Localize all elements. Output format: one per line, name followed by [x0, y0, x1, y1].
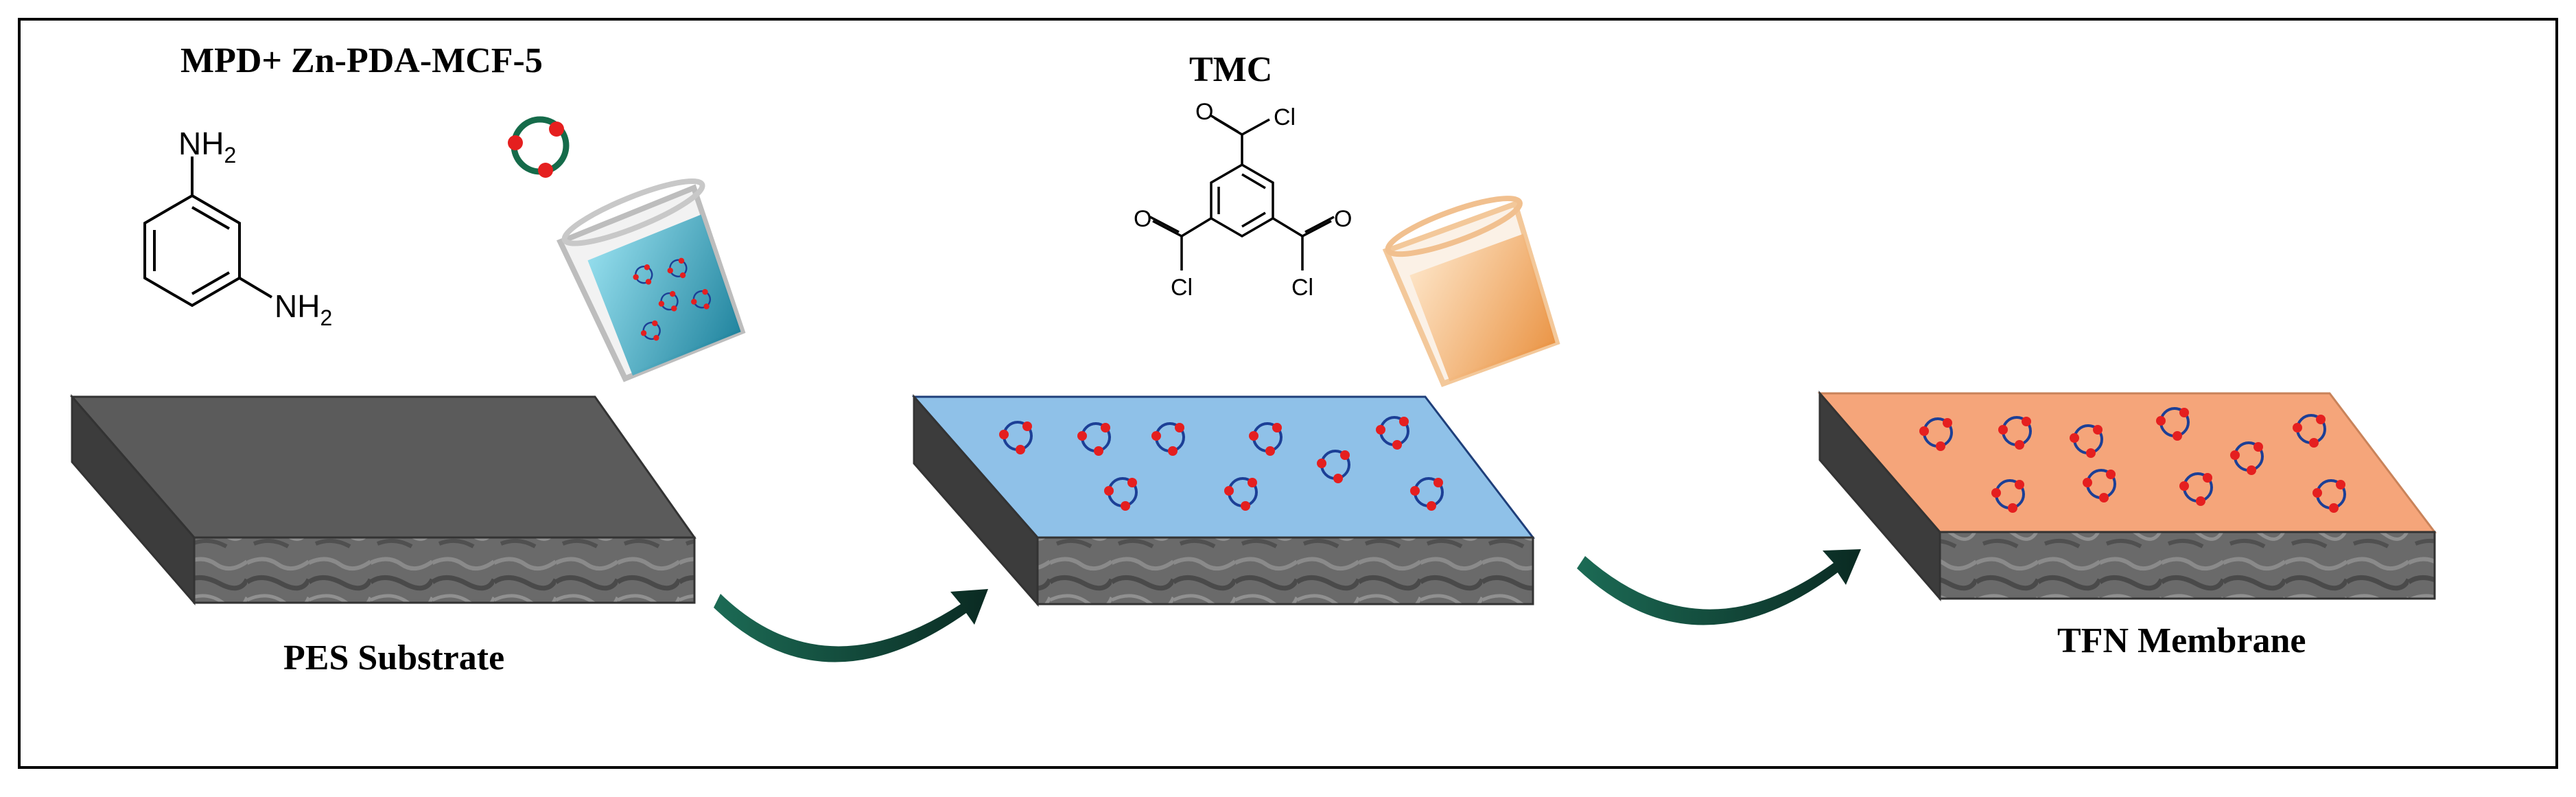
tmc-chloride: Cl	[1291, 275, 1313, 301]
pes-substrate	[69, 393, 696, 606]
tmc-chloride: Cl	[1274, 104, 1296, 130]
tmc-label: TMC	[1189, 50, 1272, 89]
pes-substrate-label: PES Substrate	[283, 638, 504, 678]
tmc-chloride: Cl	[1171, 275, 1193, 301]
tmc-oxygen: O	[1134, 206, 1151, 232]
tfn-membrane	[1817, 390, 2437, 602]
tfn-membrane-label: TFN Membrane	[2057, 621, 2306, 660]
nanoparticle-icon	[508, 116, 570, 178]
tmc-oxygen: O	[1334, 206, 1352, 232]
organic-beaker-icon	[1382, 196, 1560, 387]
process-arrow-icon	[1577, 549, 1861, 625]
process-arrow-icon	[714, 589, 988, 662]
tmc-oxygen: O	[1195, 99, 1213, 125]
mpd-nanofiller-label: MPD+ Zn-PDA-MCF-5	[180, 41, 543, 80]
mpd-molecule	[143, 157, 273, 308]
amine-label-bottom: NH2	[274, 288, 332, 330]
tmc-molecule	[1149, 114, 1335, 270]
amine-label-top: NH2	[178, 126, 236, 168]
aqueous-beaker-icon	[557, 178, 746, 382]
